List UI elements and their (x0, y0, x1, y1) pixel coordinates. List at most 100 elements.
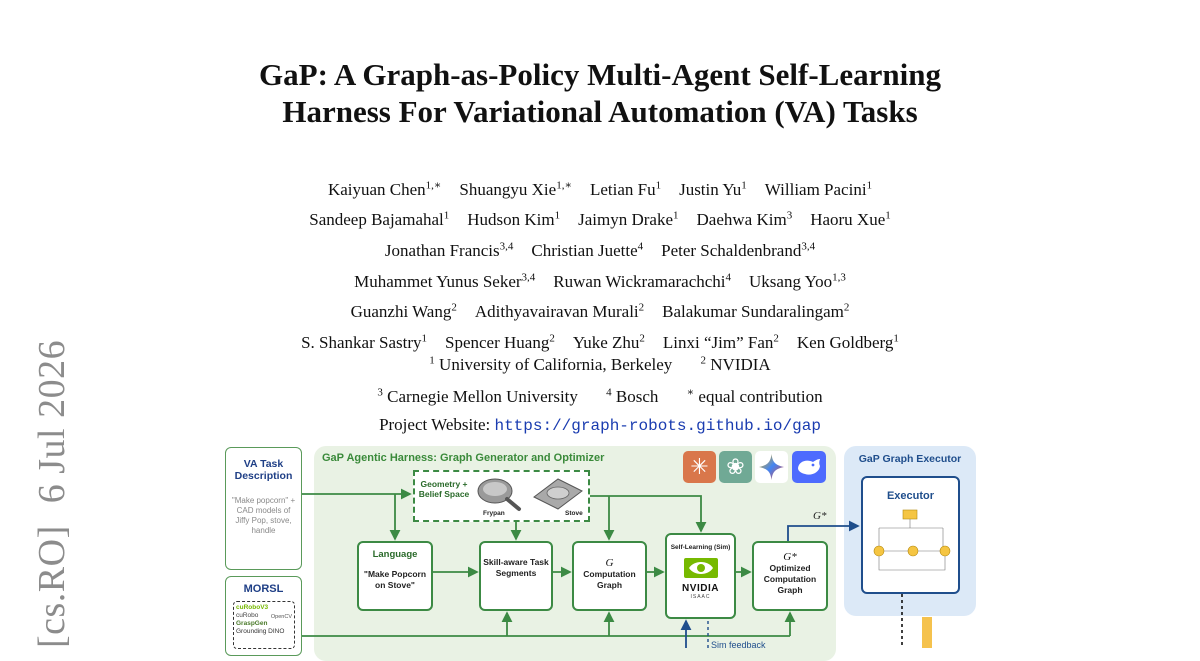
author: Daehwa Kim3 (696, 210, 793, 230)
author-affiliation-mark: 2 (451, 301, 457, 314)
executor-title: Executor (886, 490, 935, 502)
nvidia-eye-icon (683, 558, 718, 578)
self-learning-label: Self-Learning (Sim) (670, 544, 731, 551)
author-name: Guanzhi Wang (350, 302, 452, 322)
stove-icon (533, 478, 583, 510)
project-website: Project Website: https://graph-robots.gi… (0, 411, 1200, 440)
paper-title: GaP: A Graph-as-Policy Multi-Agent Self-… (0, 56, 1200, 130)
geometry-belief-box: Geometry + Belief Space Frypan Stove (413, 470, 590, 522)
author-row: Muhammet Yunus Seker3,4 Ruwan Wickramarac… (0, 264, 1200, 295)
affiliation: ∗ equal contribution (686, 386, 823, 407)
author: Guanzhi Wang2 (350, 301, 457, 322)
executor-panel-title: GaP Graph Executor (858, 453, 962, 465)
robot-arm-graphic (922, 617, 932, 648)
author-name: William Pacini (764, 179, 867, 199)
gemini-star-icon (759, 454, 784, 480)
whale-icon (798, 459, 820, 475)
title-line-1: GaP: A Graph-as-Policy Multi-Agent Self-… (259, 57, 941, 92)
author-name: Shuangyu Xie (459, 179, 557, 199)
geometry-label: Geometry + Belief Space (418, 479, 470, 499)
author: Yuke Zhu2 (573, 332, 645, 352)
affiliation: 3 Carnegie Mellon University (377, 386, 578, 407)
author: Letian Fu1 (589, 179, 662, 199)
author-affiliation-mark: 2 (638, 301, 645, 314)
executor-graph-icon (873, 509, 951, 571)
stove-label: Stove (565, 510, 583, 517)
morsl-tool: cuRoboV3 (236, 604, 269, 611)
author: Ken Goldberg1 (797, 332, 899, 352)
author-name: Hudson Kim (467, 210, 555, 230)
nvidia-label: NVIDIA (682, 583, 719, 594)
gemini-icon (755, 451, 788, 483)
computation-graph-label: Computation Graph (583, 569, 636, 590)
skill-segments-label: Skill-aware Task Segments (483, 557, 549, 578)
author: Shuangyu Xie1,∗ (459, 179, 572, 199)
author-name: Daehwa Kim (696, 210, 787, 230)
author-name: Adithyavairavan Murali (474, 302, 639, 322)
author-name: Kaiyuan Chen (327, 179, 426, 199)
optimized-graph-symbol: G* (783, 551, 797, 563)
title-line-2: Harness For Variational Automation (VA) … (282, 94, 918, 129)
author: S. Shankar Sastry1 (301, 332, 428, 352)
author-affiliation-mark: 2 (773, 332, 779, 345)
website-link[interactable]: https://graph-robots.github.io/gap (494, 417, 821, 436)
author: William Pacini1 (764, 179, 872, 199)
author-name: Uksang Yoo (749, 271, 833, 291)
va-task-box: VA Task Description "Make popcorn" + CAD… (225, 447, 302, 570)
morsl-tool: GraspGen (236, 620, 268, 627)
author-affiliation-mark: 1,∗ (425, 179, 442, 191)
author-affiliation-mark: 1 (893, 332, 899, 345)
author-affiliation-mark: 2 (549, 332, 555, 345)
morsl-tool: Grounding DINO (236, 628, 285, 635)
author-affiliation-mark: 1 (443, 209, 450, 222)
author: Peter Schaldenbrand3,4 (661, 240, 816, 260)
author-name: Spencer Huang (445, 332, 550, 352)
author-name: Justin Yu (679, 179, 742, 199)
author-row: Kaiyuan Chen1,∗Shuangyu Xie1,∗Letian Fu1… (0, 172, 1200, 203)
author: Spencer Huang2 (445, 332, 555, 352)
output-graph-symbol: G* (813, 510, 827, 522)
executor-box: Executor (861, 476, 960, 594)
author-affiliation-mark: 3,4 (801, 240, 816, 253)
author-affiliation-mark: 1 (673, 209, 679, 222)
va-task-text: "Make popcorn" + CAD models of Jiffy Pop… (231, 496, 296, 535)
language-text: "Make Popcorn on Stove" (363, 569, 427, 590)
author: Balakumar Sundaralingam2 (662, 302, 849, 322)
author-name: Sandeep Bajamahal (309, 210, 444, 230)
va-task-title: VA Task Description (234, 458, 293, 482)
harness-title: GaP Agentic Harness: Graph Generator and… (322, 452, 605, 464)
author-affiliation-mark: 1,3 (832, 270, 846, 283)
frypan-icon (477, 478, 521, 511)
author-list: Kaiyuan Chen1,∗Shuangyu Xie1,∗Letian Fu1… (0, 172, 1200, 356)
language-title: Language (372, 549, 418, 560)
affiliation: 1 University of California, Berkeley (429, 354, 673, 374)
author-name: Letian Fu (589, 179, 656, 199)
author: Linxi “Jim” Fan2 (663, 332, 779, 352)
author-name: Jonathan Francis (384, 240, 500, 260)
frypan-label: Frypan (483, 510, 505, 517)
author-name: Peter Schaldenbrand (661, 240, 802, 260)
author-name: Muhammet Yunus Seker (354, 271, 522, 291)
author-affiliation-mark: 1,∗ (556, 179, 572, 191)
author-name: Ruwan Wickramarachchi (553, 271, 726, 291)
author-affiliation-mark: 1 (554, 209, 561, 222)
author: Haoru Xue1 (810, 210, 891, 230)
affiliation-row-2: 3 Carnegie Mellon University 4 Bosch ∗ e… (0, 379, 1200, 412)
affiliation: 2 NVIDIA (700, 354, 771, 374)
claude-icon: ✳ (683, 451, 716, 483)
arrow-geometry-to-sim (590, 495, 707, 533)
author-affiliation-mark: 1 (655, 179, 662, 191)
author: Adithyavairavan Murali2 (474, 301, 645, 322)
optimized-graph-box: G* Optimized Computation Graph (752, 541, 828, 611)
morsl-tool: OpenCV (270, 614, 292, 620)
computation-graph-symbol: G (605, 557, 614, 569)
author: Muhammet Yunus Seker3,4 (354, 271, 535, 291)
author-affiliation-mark: 4 (725, 270, 732, 283)
self-learning-box: Self-Learning (Sim) NVIDIA ISAAC (665, 533, 736, 619)
author-affiliation-mark: 1 (421, 332, 428, 345)
